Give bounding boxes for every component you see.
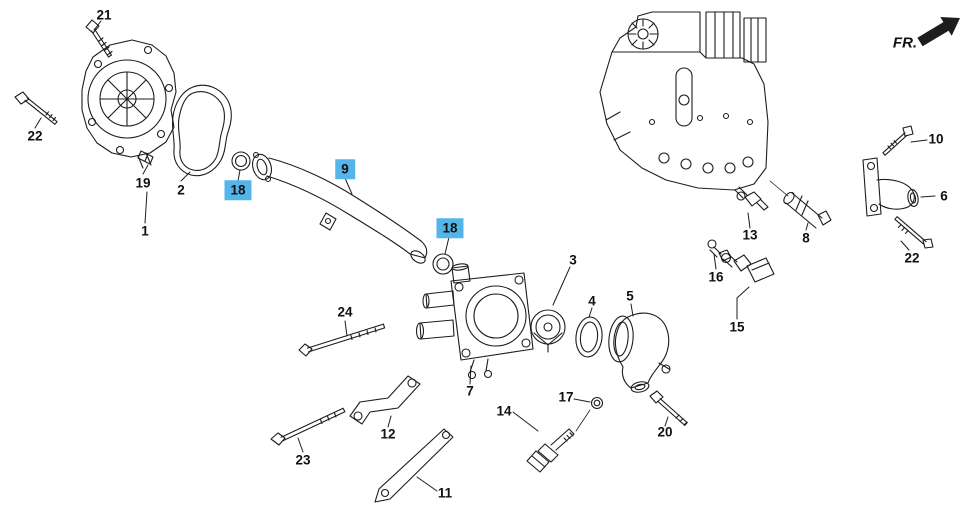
- bracket-12-drawing: [349, 375, 421, 425]
- bolt-24-drawing: [298, 323, 386, 357]
- water-pump-drawing: [81, 39, 177, 169]
- thermostat-housing-drawing: [415, 263, 534, 380]
- o-ring-18a-drawing: [231, 151, 251, 171]
- fr-label: FR.: [892, 34, 918, 52]
- bolt-22-right-drawing: [894, 216, 934, 249]
- part-callout-24[interactable]: 24: [337, 304, 353, 320]
- part-callout-23[interactable]: 23: [295, 452, 311, 468]
- sensor-14-drawing: [526, 428, 575, 473]
- bolt-23-drawing: [270, 407, 346, 446]
- part-callout-22[interactable]: 22: [904, 250, 920, 266]
- part-callout-15[interactable]: 15: [729, 319, 745, 335]
- part-callout-9[interactable]: 9: [335, 159, 355, 179]
- bracket-11-drawing: [374, 428, 454, 503]
- leader-lines: [34, 20, 936, 492]
- part-callout-12[interactable]: 12: [380, 426, 396, 442]
- part-callout-1[interactable]: 1: [141, 223, 149, 239]
- part-callout-20[interactable]: 20: [657, 424, 673, 440]
- part-callout-10[interactable]: 10: [928, 131, 944, 147]
- thermostat-gasket-drawing: [575, 316, 603, 358]
- part-callout-6[interactable]: 6: [940, 188, 948, 204]
- part-callout-21[interactable]: 21: [96, 7, 112, 23]
- part-callout-3[interactable]: 3: [569, 252, 577, 268]
- part-callout-2[interactable]: 2: [177, 182, 185, 198]
- part-callout-11[interactable]: 11: [437, 485, 453, 501]
- bolt-20-drawing: [649, 390, 688, 426]
- part-callout-5[interactable]: 5: [626, 288, 634, 304]
- joint-8-drawing: [783, 191, 832, 229]
- part-callout-18[interactable]: 18: [436, 218, 464, 238]
- part-callout-14[interactable]: 14: [496, 403, 512, 419]
- part-callout-8[interactable]: 8: [802, 230, 810, 246]
- assembly-axis-lines: [575, 180, 789, 432]
- part-callout-13[interactable]: 13: [742, 227, 758, 243]
- water-pipe-drawing: [251, 151, 428, 264]
- part-callout-22[interactable]: 22: [27, 128, 43, 144]
- engine-block-drawing: [599, 11, 769, 191]
- part-callout-19[interactable]: 19: [135, 175, 151, 191]
- part-callout-7[interactable]: 7: [466, 383, 474, 399]
- dowel-pin-drawing: [137, 150, 154, 165]
- pump-gasket-drawing: [171, 84, 232, 177]
- bolt-10-drawing: [882, 125, 914, 156]
- water-outlet-drawing: [862, 157, 919, 217]
- part-callout-17[interactable]: 17: [558, 389, 574, 405]
- thermostat-drawing: [530, 309, 566, 353]
- sensor-15-drawing: [720, 252, 775, 283]
- o-ring-18b-drawing: [432, 253, 454, 275]
- fr-arrow-icon: [917, 17, 960, 47]
- fr-arrow-shape: [917, 17, 960, 47]
- bolt-21-drawing: [85, 19, 113, 58]
- bolt-22-left-drawing: [14, 91, 58, 125]
- sensor-13-drawing: [734, 186, 769, 211]
- part-callout-18[interactable]: 18: [224, 180, 252, 200]
- washer-17-drawing: [590, 396, 604, 410]
- part-callout-4[interactable]: 4: [588, 293, 596, 309]
- fr-indicator: FR.: [893, 35, 917, 52]
- part-callout-16[interactable]: 16: [708, 269, 724, 285]
- thermostat-cover-drawing: [608, 312, 671, 393]
